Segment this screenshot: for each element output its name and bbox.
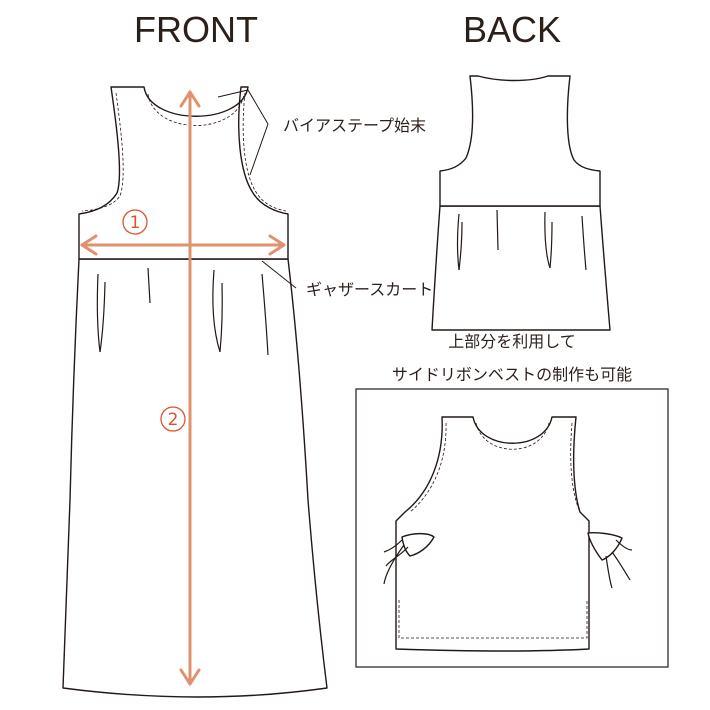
front-bodice (78, 86, 289, 260)
vest-hem-stitch (398, 600, 588, 639)
side-ribbon-vest (383, 416, 633, 652)
vest-right-ribbon (587, 532, 633, 589)
back-gather-fold (544, 211, 551, 269)
front-gather-fold (147, 267, 151, 304)
back-title: BACK (463, 9, 561, 50)
note-line-1: 上部分を利用して (448, 332, 576, 351)
front-gather-fold (212, 269, 221, 353)
back-bodice (439, 75, 601, 207)
back-gather-fold (496, 209, 499, 251)
back-dress (431, 75, 611, 331)
vest-body (395, 416, 590, 652)
front-gather-fold (99, 281, 106, 353)
front-skirt (62, 258, 328, 698)
front-dress (62, 86, 328, 698)
gather-skirt-label: ギャザースカート (306, 280, 433, 299)
front-gather-fold (219, 282, 223, 353)
marker-1: 1 (122, 209, 148, 235)
back-gather-fold (581, 215, 587, 271)
front-title: FRONT (134, 9, 258, 50)
dress-length-arrow (179, 90, 201, 686)
gather-skirt-leader (261, 260, 297, 289)
bias-tape-leader (217, 89, 269, 176)
back-gather-fold (456, 213, 460, 271)
note-line-2: サイドリボンベストの制作も可能 (392, 365, 632, 384)
vest-right-armhole-stitch (570, 422, 581, 513)
vest-neck-stitch (475, 422, 550, 450)
marker-1-label: 1 (130, 213, 141, 233)
bust-width-arrow (80, 234, 286, 256)
bias-tape-label: バイアステープ始末 (283, 116, 426, 135)
marker-2-label: 2 (168, 410, 179, 430)
back-gather-fold (458, 221, 463, 271)
vest-left-armhole-stitch (409, 422, 447, 513)
marker-2: 2 (160, 406, 186, 432)
back-skirt (431, 205, 611, 331)
front-left-armhole-stitch (81, 92, 124, 212)
front-right-armhole-stitch (242, 92, 287, 212)
back-gather-fold (549, 221, 553, 269)
vest-left-ribbon (383, 532, 435, 585)
front-gather-fold (96, 273, 101, 353)
front-gather-fold (261, 273, 269, 356)
front-neck-stitch (147, 93, 245, 126)
